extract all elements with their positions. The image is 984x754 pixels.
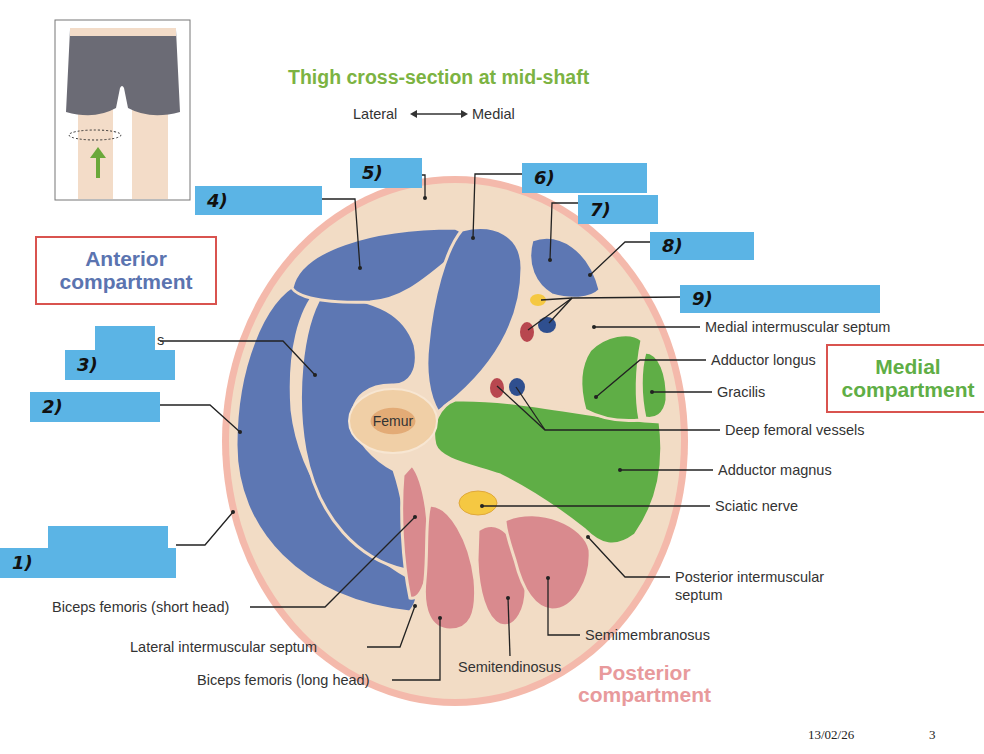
bone-cortex <box>349 389 437 453</box>
page-footer: 3 <box>929 727 936 743</box>
structure-label: Posterior intermuscular septum <box>675 568 853 604</box>
answer-box: 4) <box>195 186 322 215</box>
structure-label: Gracilis <box>717 383 765 401</box>
answer-box: 1) <box>0 548 176 578</box>
structure-label: Adductor longus <box>711 351 816 369</box>
structure-label: Adductor magnus <box>718 461 832 479</box>
bone-section: Femur <box>348 388 438 454</box>
answer-box: 3) <box>65 350 175 380</box>
structure-label: s <box>157 331 164 349</box>
structure-label: Semitendinosus <box>458 658 561 676</box>
compartment-box: Medial compartment <box>826 344 984 413</box>
answer-box: 8) <box>650 232 754 260</box>
callout-number: 4) <box>207 190 228 211</box>
compartment-box: Anterior compartment <box>35 236 217 305</box>
structure-label: Medial intermuscular septum <box>705 318 890 336</box>
answer-box: 5) <box>350 158 422 188</box>
structure-label: Semimembranosus <box>585 626 710 644</box>
callout-number: 5) <box>362 162 383 183</box>
structure-label: Deep femoral vessels <box>725 421 864 439</box>
callout-number: 7) <box>590 199 611 220</box>
structure-label: Biceps femoris (long head) <box>197 671 369 689</box>
structure-label: Biceps femoris (short head) <box>52 598 229 616</box>
compartment-name: Anterior compartment <box>37 248 215 292</box>
bone-name: Femur <box>373 413 413 429</box>
callout-number: 8) <box>662 235 683 256</box>
direction-label: Lateral <box>353 105 397 123</box>
compartment-name: Posterior compartment <box>562 662 727 706</box>
direction-label: Medial <box>472 105 515 123</box>
callout-number: 9) <box>692 288 713 309</box>
answer-box: 2) <box>30 392 160 422</box>
page-footer: 13/02/26 <box>808 727 854 743</box>
callout-number: 3) <box>77 354 98 375</box>
callout-number: 6) <box>534 167 555 188</box>
callout-number: 2) <box>42 396 63 417</box>
answer-box: 9) <box>680 285 880 313</box>
answer-box: 7) <box>578 195 658 224</box>
structure-label: Sciatic nerve <box>715 497 798 515</box>
callout-number: 1) <box>12 552 33 573</box>
answer-box: 6) <box>522 163 647 193</box>
diagram-title: Thigh cross-section at mid-shaft <box>288 66 589 89</box>
compartment-name: Medial compartment <box>828 356 984 400</box>
bone-marrow <box>371 408 416 434</box>
structure-label: Lateral intermuscular septum <box>130 638 317 656</box>
